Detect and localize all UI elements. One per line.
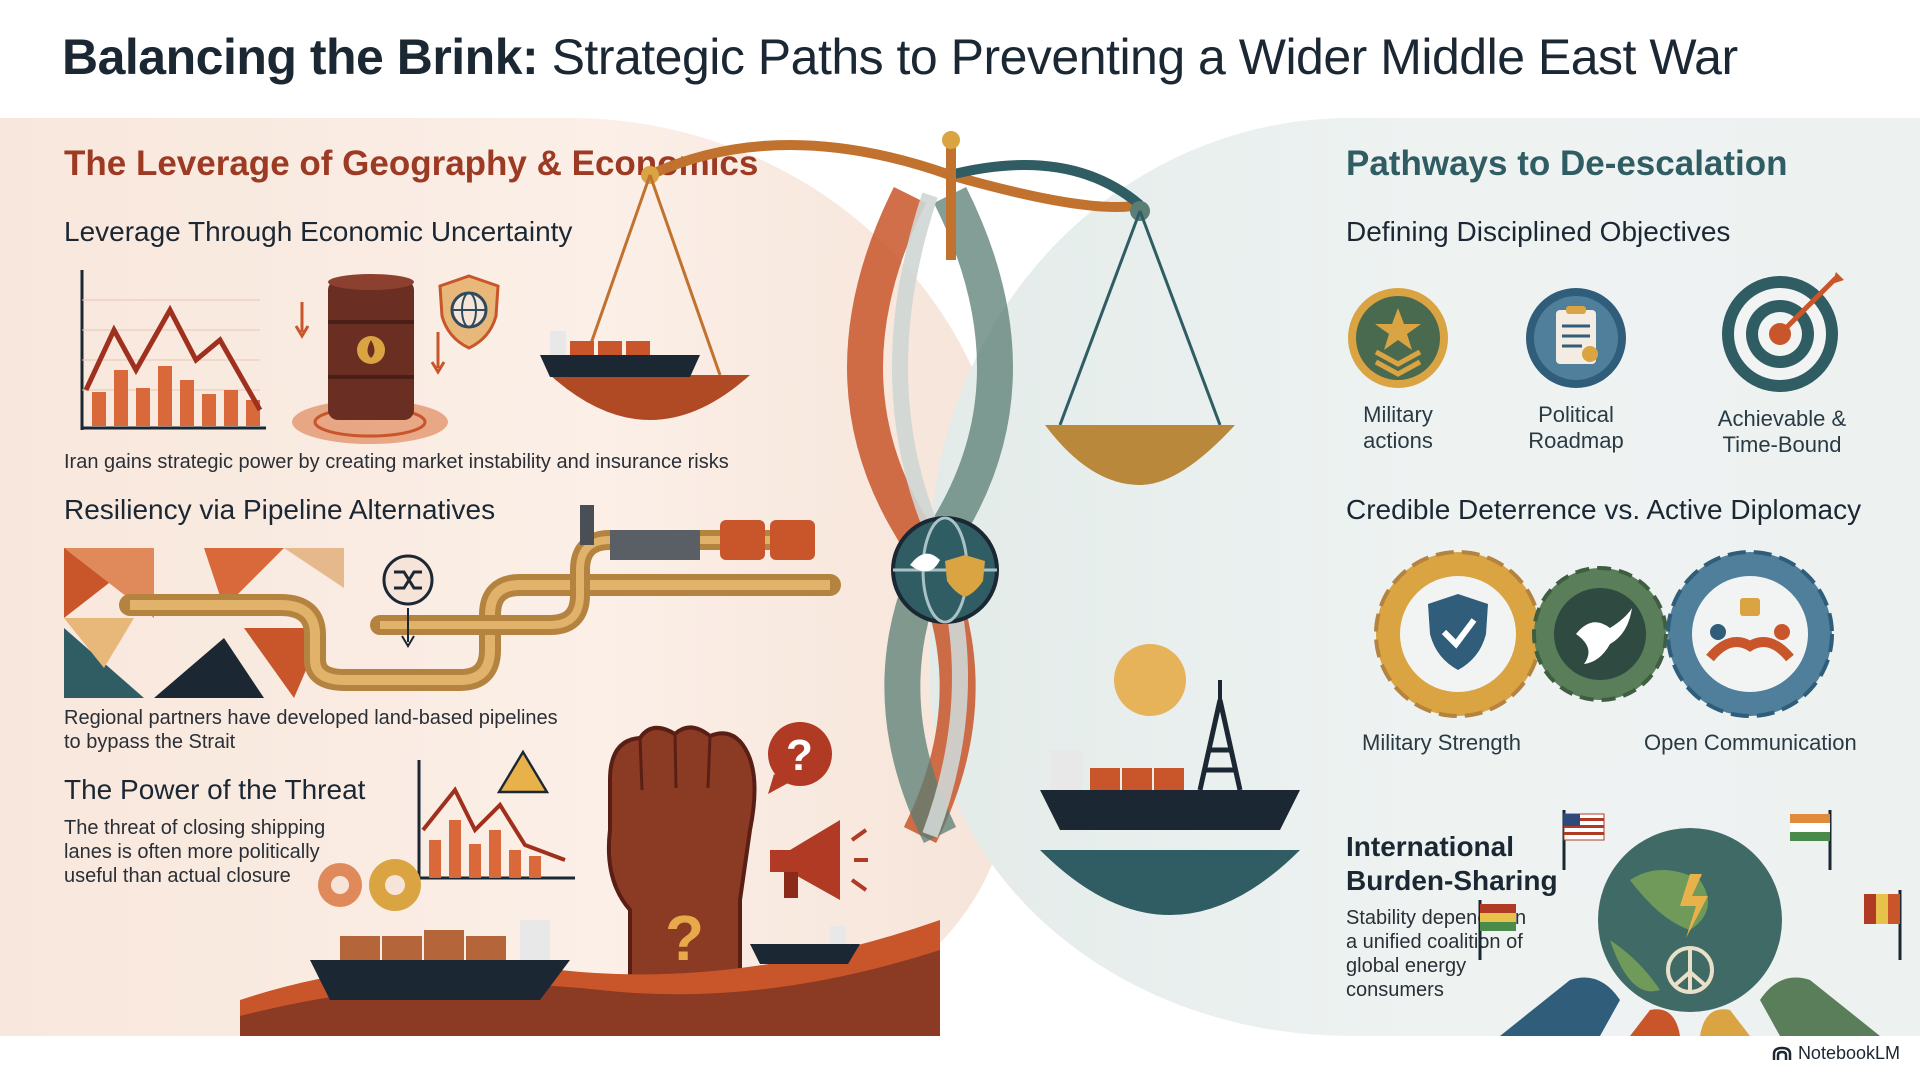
economic-uncertainty-text: Iran gains strategic power by creating m… [64,451,729,473]
reroute-shuffle-icon [382,554,434,648]
achievable-label-line-2: Time-Bound [1722,432,1842,457]
burden-text-line-3: global energy [1346,955,1467,977]
pipeline-alternatives-title: Resiliency via Pipeline Alternatives [64,494,496,525]
pipeline-alternatives-text: Regional partners have developed land-ba… [64,706,558,754]
interlocking-gears-icon [1374,550,1834,718]
economic-uncertainty-title: Leverage Through Economic Uncertainty [64,216,573,247]
page-title: Balancing the Brink: Strategic Paths to … [62,28,1738,86]
megaphone-icon [770,820,868,900]
raised-fist-icon: ? [606,725,757,1012]
political-label-line-1: Political [1538,402,1614,427]
power-of-threat-text: The threat of closing shipping lanes is … [64,816,325,888]
burden-sharing-title: International Burden-Sharing [1346,830,1558,898]
right-heading: Pathways to De-escalation [1346,144,1788,183]
burden-title-line-1: International [1346,831,1515,862]
target-icon [1722,272,1844,392]
military-label-line-1: Military [1363,402,1433,427]
cargo-ships-wave [240,920,940,1036]
burden-title-line-2: Burden-Sharing [1346,865,1558,896]
svg-text:?: ? [786,731,813,780]
shield-globe-icon [438,274,500,350]
military-actions-label: Military actions [1338,402,1458,454]
political-label-line-2: Roadmap [1528,428,1624,453]
deterrence-diplomacy-title: Credible Deterrence vs. Active Diplomacy [1346,494,1862,525]
page-title-bold: Balancing the Brink: [62,29,539,85]
balance-scale-illustration [540,131,1235,844]
achievable-label-line-1: Achievable & [1717,406,1847,431]
gears-icon [318,859,421,911]
threat-text-line-2: lanes is often more politically [64,841,320,863]
tanker-ship-oil-rig [1040,644,1300,915]
globe-hands-flags-icon [1478,810,1902,1036]
falling-chart-icon [80,270,266,430]
threat-text-line-3: useful than actual closure [64,865,291,887]
svg-text:?: ? [665,902,704,974]
pipeline-icon [119,505,841,691]
power-of-threat-title: The Power of the Threat [64,774,366,805]
political-roadmap-label: Political Roadmap [1516,402,1636,454]
achievable-time-bound-label: Achievable & Time-Bound [1700,406,1864,458]
notebooklm-logo-icon [1772,1046,1792,1060]
brand-logo: NotebookLM [1772,1043,1900,1064]
military-strength-label: Military Strength [1362,730,1521,755]
oil-barrel-icon [292,274,448,444]
burden-text-line-4: consumers [1346,979,1444,1001]
military-label-line-2: actions [1363,428,1433,453]
threat-text-line-1: The threat of closing shipping [64,817,326,839]
roadmap-clipboard-icon [1526,288,1626,388]
open-communication-label: Open Communication [1644,730,1857,755]
disciplined-objectives-title: Defining Disciplined Objectives [1346,216,1731,247]
brand-name: NotebookLM [1797,1043,1900,1063]
pipeline-text-line-1: Regional partners have developed land-ba… [64,707,558,729]
warning-chart-icon [417,749,575,880]
page-title-rest: Strategic Paths to Preventing a Wider Mi… [538,29,1739,85]
pipeline-text-line-2: to bypass the Strait [64,731,236,753]
question-bubble-icon: ? [768,722,832,794]
military-insignia-icon [1348,288,1448,388]
